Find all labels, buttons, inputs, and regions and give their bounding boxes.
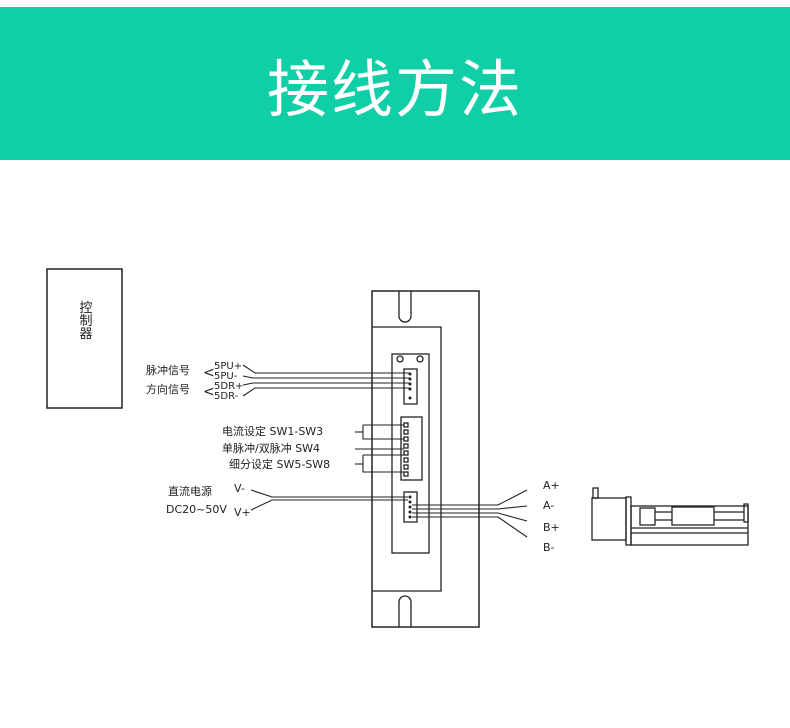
- pulse-plus-label: 5PU+: [214, 361, 242, 372]
- driver-body: [371, 290, 480, 628]
- power-range-label: DC20~50V: [166, 503, 227, 516]
- linear-stage-motor: [591, 487, 749, 546]
- signal-connector: [403, 368, 418, 405]
- power-label: 直流电源: [168, 484, 212, 498]
- pulse-signal-label: 脉冲信号: [146, 363, 190, 377]
- pulse-mode-label: 单脉冲/双脉冲 SW4: [222, 441, 320, 455]
- header-banner: 接线方法: [0, 7, 790, 160]
- dir-plus-label: 5DR+: [214, 381, 243, 392]
- mount-slot-top: [398, 291, 412, 323]
- direction-signal-label: 方向信号: [146, 382, 190, 396]
- direction-bracket: <: [203, 384, 215, 400]
- controller-label: 控制器: [77, 301, 93, 341]
- switch-wires: [355, 424, 404, 473]
- pulse-minus-label: 5PU-: [214, 371, 238, 382]
- b-plus-label: B+: [543, 521, 560, 534]
- page-title: 接线方法: [266, 52, 523, 126]
- connector-pins: [408, 372, 412, 519]
- mount-slot-bottom: [398, 595, 412, 627]
- power-motor-connector: [403, 491, 418, 523]
- signal-wires: [242, 364, 410, 397]
- power-wires: [250, 489, 408, 511]
- pulse-bracket: <: [203, 365, 215, 381]
- dir-minus-label: 5DR-: [214, 391, 239, 402]
- a-plus-label: A+: [543, 479, 560, 492]
- b-minus-label: B-: [543, 541, 555, 554]
- microstep-label: 细分设定 SW5-SW8: [229, 457, 330, 471]
- current-setting-label: 电流设定 SW1-SW3: [222, 424, 323, 438]
- controller-box: 控制器: [46, 268, 123, 409]
- vminus-label: V-: [234, 482, 245, 495]
- a-minus-label: A-: [543, 499, 554, 512]
- vplus-label: V+: [234, 506, 251, 519]
- motor-wires: [412, 489, 528, 538]
- dip-pins: [403, 422, 409, 477]
